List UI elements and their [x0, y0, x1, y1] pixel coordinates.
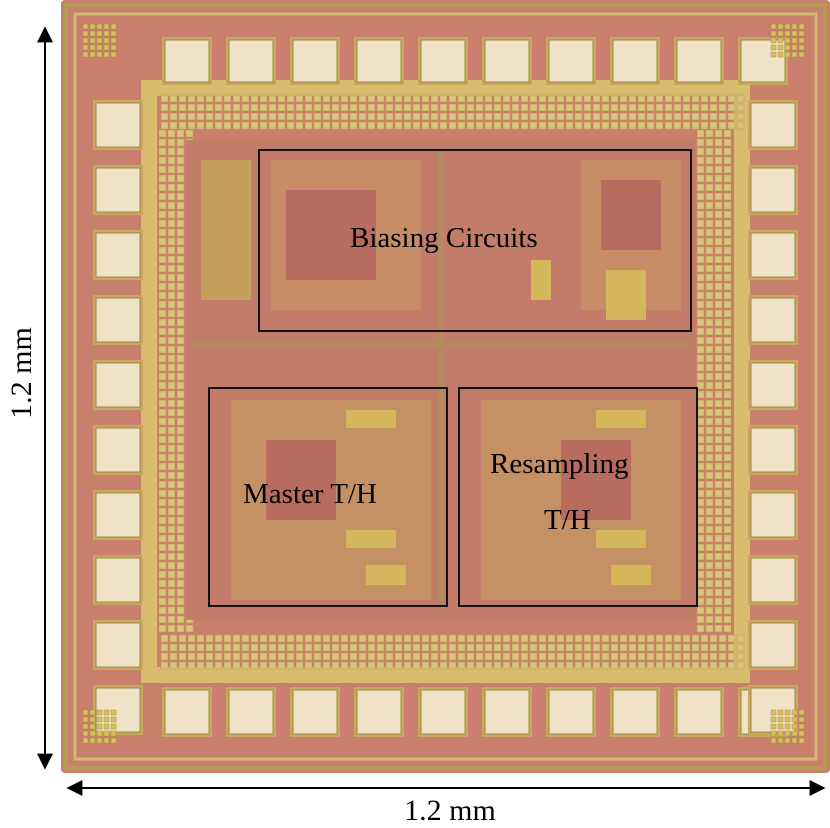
horizontal-dimension-label: 1.2 mm — [404, 794, 496, 827]
bond-pads — [93, 37, 798, 737]
corner-structures — [82, 23, 805, 744]
resampling-th-box — [458, 387, 698, 607]
label-biasing-circuits: Biasing Circuits — [350, 222, 538, 254]
power-ring — [141, 80, 750, 683]
label-master-th: Master T/H — [243, 478, 377, 510]
vertical-dimension-label: 1.2 mm — [5, 327, 38, 419]
label-resampling-th: T/H — [544, 504, 591, 536]
master-th-box — [208, 387, 448, 607]
circuit-blocks — [191, 150, 691, 610]
label-resampling: Resampling — [490, 448, 629, 480]
seal-ring — [64, 3, 827, 770]
inner-seal-ring — [73, 12, 818, 761]
chip-micrograph — [61, 0, 830, 773]
die-drawing — [64, 3, 827, 770]
biasing-circuits-box — [258, 149, 692, 332]
